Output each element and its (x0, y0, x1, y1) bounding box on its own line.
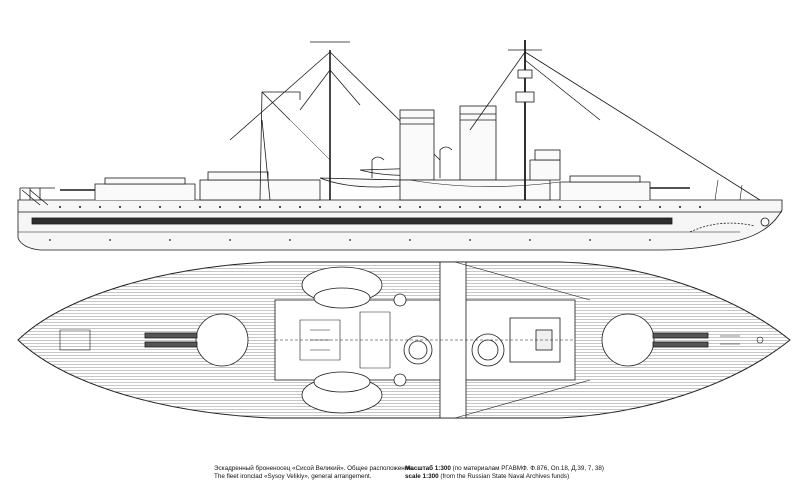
boat-port-2 (313, 287, 371, 309)
side-profile-view (17, 40, 783, 251)
caption-scale: Масштаб 1:300 (по материалам РГАВМФ. Ф.8… (405, 465, 604, 481)
caption-scale-en: scale 1:300 (from the Russian State Nava… (405, 473, 604, 481)
stern-fittings (59, 329, 91, 351)
caption-scale-ru: Масштаб 1:300 (по материалам РГАВМФ. Ф.8… (405, 465, 604, 473)
aft-gun-pair (144, 332, 198, 339)
bridge (534, 149, 561, 161)
armor-belt (31, 217, 673, 225)
scale-label-ru: Масштаб 1:300 (405, 465, 451, 472)
fore-funnel (459, 105, 497, 181)
boat-aft (319, 177, 401, 188)
ventilator-cowls (371, 146, 453, 178)
aft-turret (94, 183, 196, 200)
caption-title-en: The fleet ironclad «Sysoy Velikiy», gene… (214, 473, 372, 480)
fore-turret (559, 181, 651, 200)
boat-crane-stbd (393, 373, 407, 387)
portholes-lower (49, 239, 651, 241)
mid-superstructure (399, 179, 551, 201)
fighting-top (515, 91, 535, 103)
stern-davits (19, 187, 55, 206)
conning-tower (529, 159, 561, 181)
boat-crane-port (393, 293, 407, 307)
aft-turret-plan (195, 313, 249, 367)
boat-stbd-2 (313, 371, 371, 393)
scale-note-ru: (по материалам РГАВМФ. Ф.876, Оп.18, Д.3… (452, 465, 604, 472)
hawse-pipe (760, 217, 770, 227)
caption-title: Эскадренный броненосец «Сисой Великий». … (214, 465, 414, 481)
ship-drawing (17, 40, 791, 419)
fore-gun-pair (652, 332, 709, 339)
deck-plan-view (17, 261, 791, 419)
scale-note-en: (from the Russian State Naval Archives f… (440, 473, 570, 480)
aft-funnel (399, 109, 435, 181)
anchor-chain (689, 222, 756, 233)
caption-title-ru: Эскадренный броненосец «Сисой Великий». … (214, 465, 414, 472)
hull-profile (17, 199, 783, 251)
ventilators (299, 319, 341, 361)
scale-label-en: scale 1:300 (405, 473, 439, 480)
fore-turret-plan (601, 313, 655, 367)
portholes-upper (59, 206, 701, 208)
bow-capstans (720, 335, 740, 345)
